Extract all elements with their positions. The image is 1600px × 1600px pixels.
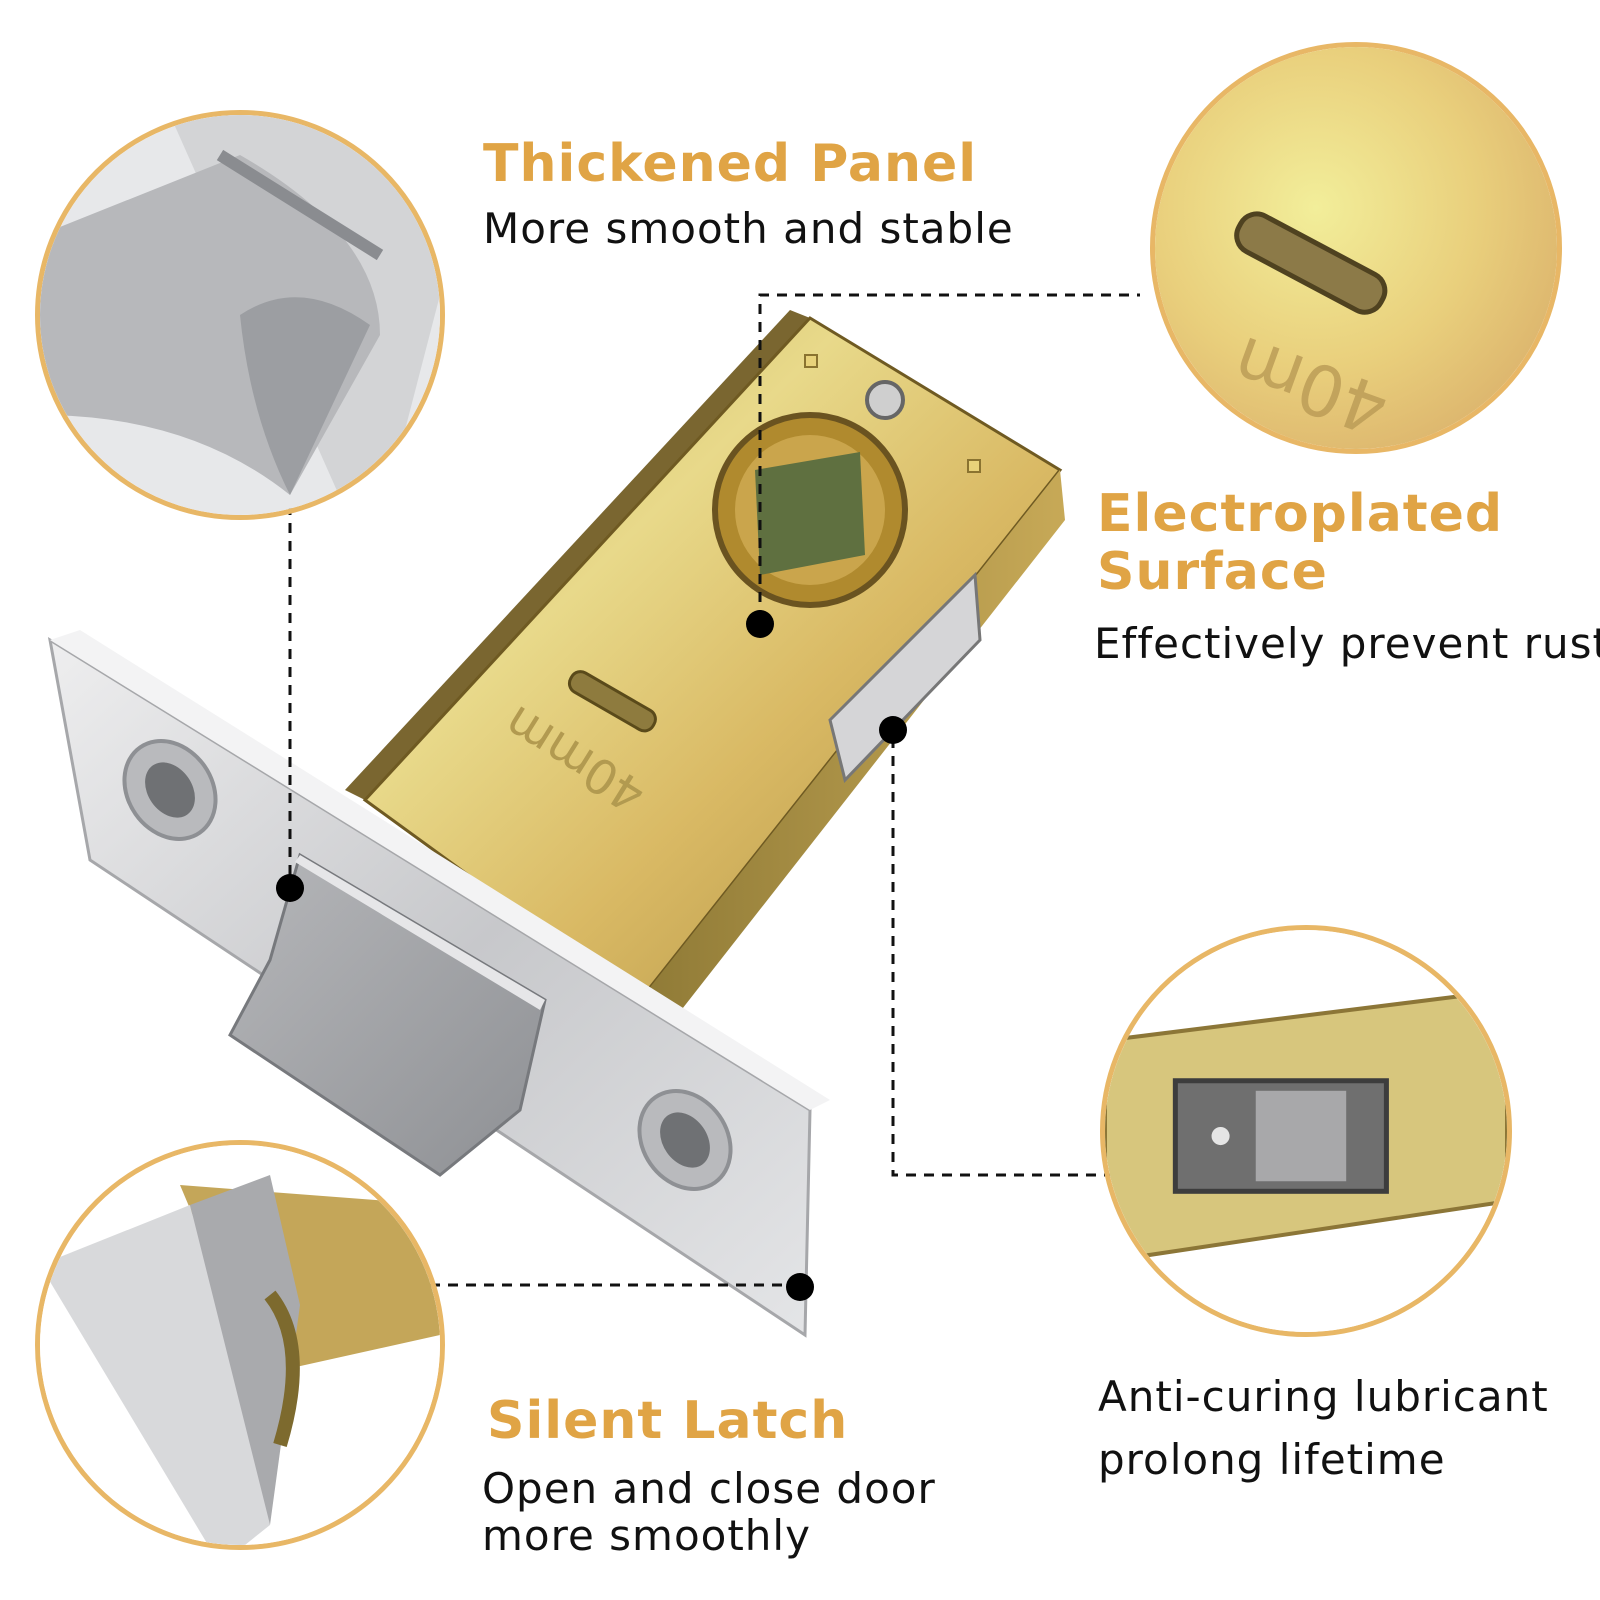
feature-subtitle-silent-latch: Open and close door more smoothly xyxy=(482,1464,936,1561)
feature-title-silent-latch: Silent Latch xyxy=(487,1391,849,1451)
feature-subtitle-thickened-panel: More smooth and stable xyxy=(483,204,1014,253)
feature-subtitle-electroplated-surface: Effectively prevent rust xyxy=(1094,619,1600,668)
feature-subtitle-lubricant: Anti-curing lubricant prolong lifetime xyxy=(1098,1372,1549,1484)
detail-circle-lubricant xyxy=(1100,925,1512,1337)
feature-title-thickened-panel: Thickened Panel xyxy=(483,134,978,194)
detail-circle-latch xyxy=(35,1140,445,1550)
feature-title-electroplated-surface: Electroplated Surface xyxy=(1097,484,1504,603)
detail-circle-panel xyxy=(35,110,445,520)
detail-circle-surface: 40m xyxy=(1150,42,1562,454)
